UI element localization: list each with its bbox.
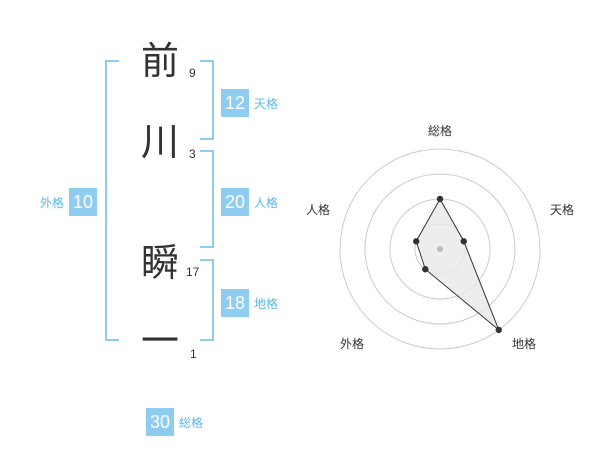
radar-chart (339, 148, 541, 350)
radar-axis-label-chikaku: 地格 (512, 337, 537, 351)
radar-axis-label-jinkaku: 人格 (306, 203, 331, 217)
soukaku-value: 30 (146, 408, 174, 436)
chikaku-value: 18 (221, 289, 249, 317)
stroke-count-3: 17 (186, 265, 200, 279)
radar-axis-label-soukaku: 総格 (428, 124, 453, 138)
chikaku-badge: 18 地格 (221, 289, 278, 317)
radar-polygon (415, 197, 500, 331)
stroke-count-1: 9 (189, 66, 196, 80)
radar-point-0 (436, 195, 444, 203)
radar-axis-label-tenkaku: 天格 (550, 203, 575, 217)
name-char-2: 川 (140, 120, 179, 164)
gaikaku-value: 10 (69, 188, 98, 216)
radar-ring-4 (339, 148, 541, 350)
name-char-4: 一 (140, 319, 179, 363)
radar-center (437, 246, 443, 252)
radar-point-2 (495, 326, 502, 334)
soukaku-badge: 30 総格 (146, 408, 203, 436)
gaikaku-label: 外格 (40, 195, 65, 210)
radar-point-3 (422, 266, 429, 273)
name-char-3: 瞬 (140, 241, 179, 285)
jinkaku-value: 20 (221, 188, 249, 216)
radar-ring-3 (364, 173, 516, 325)
stroke-count-2: 3 (189, 147, 196, 161)
stroke-count-4: 1 (190, 347, 197, 361)
radar-point-4 (413, 238, 420, 245)
tenkaku-badge: 12 天格 (221, 89, 278, 117)
chikaku-label: 地格 (254, 296, 279, 311)
tenkaku-value: 12 (221, 89, 249, 117)
tenkaku-label: 天格 (254, 96, 279, 111)
gaikaku-badge: 外格 10 (40, 188, 98, 216)
jinkaku-badge: 20 人格 (221, 188, 278, 216)
radar-point-1 (460, 238, 467, 245)
chikaku-bracket (200, 259, 214, 341)
jinkaku-label: 人格 (254, 195, 279, 210)
gaikaku-bracket (105, 60, 119, 341)
jinkaku-bracket (200, 150, 214, 248)
name-char-1: 前 (140, 39, 179, 83)
radar-axis-label-gaikaku: 外格 (340, 337, 365, 351)
soukaku-label: 総格 (179, 415, 204, 430)
tenkaku-bracket (200, 60, 214, 140)
